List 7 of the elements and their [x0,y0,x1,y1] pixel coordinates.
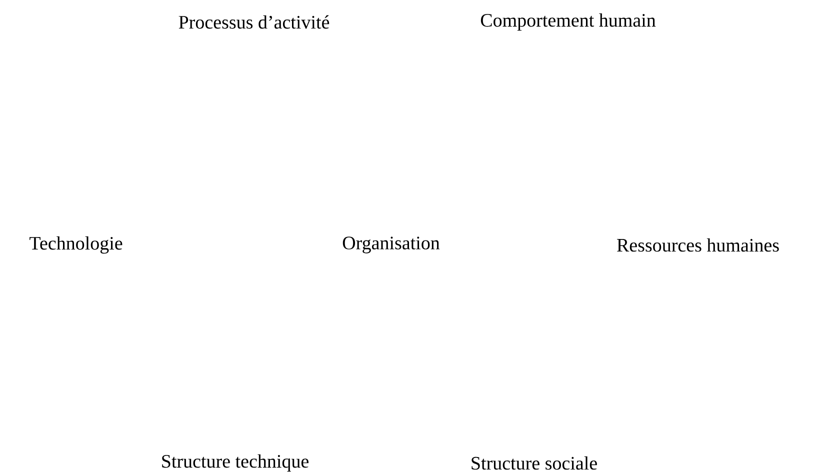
text-label: Processus d’activité [178,15,330,29]
text-label: Ressources humaines [617,238,779,252]
text-label: Organisation [342,236,440,254]
text-label: Comportement humain [480,13,656,31]
text-label: Structure sociale [472,456,597,470]
text-label: Structure technique [162,454,308,472]
text-label: Technologie [30,236,122,254]
